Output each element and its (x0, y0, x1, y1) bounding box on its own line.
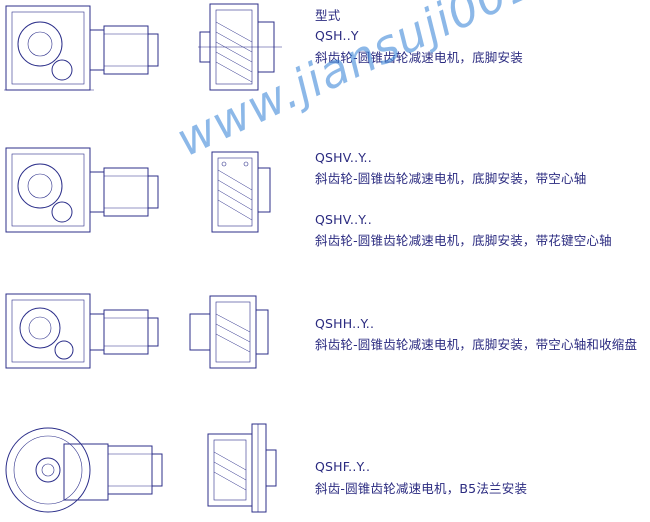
model-desc-qshh: 斜齿轮-圆锥齿轮减速电机，底脚安装，带空心轴和收缩盘 (315, 337, 638, 352)
model-code-qshf: QSHF..Y.. (315, 459, 371, 474)
model-desc-qshv-hollow: 斜齿轮-圆锥齿轮减速电机，底脚安装，带空心轴 (315, 171, 587, 186)
gearmotor-front-view-3 (186, 292, 282, 372)
model-desc-qshf: 斜齿-圆锥齿轮减速电机，B5法兰安装 (315, 481, 528, 496)
gearmotor-front-view-4 (198, 420, 282, 516)
model-code-qsh: QSH..Y (315, 28, 359, 43)
model-desc-qshv-spline: 斜齿轮-圆锥齿轮减速电机，底脚安装，带花键空心轴 (315, 233, 612, 248)
model-code-qshv-spline: QSHV..Y.. (315, 212, 372, 227)
model-desc-qsh: 斜齿轮-圆锥齿轮减速电机，底脚安装 (315, 50, 523, 65)
gearmotor-front-view-1 (198, 2, 282, 94)
type-heading: 型式 (315, 8, 341, 23)
gearmotor-side-view-4 (2, 424, 172, 520)
model-code-qshv-hollow: QSHV..Y.. (315, 150, 372, 165)
gearmotor-side-view-2 (4, 146, 164, 238)
gearmotor-front-view-2 (198, 146, 282, 238)
gearmotor-side-view-3 (4, 292, 164, 372)
model-code-qshh: QSHH..Y.. (315, 316, 375, 331)
gearmotor-side-view-1 (4, 4, 164, 96)
